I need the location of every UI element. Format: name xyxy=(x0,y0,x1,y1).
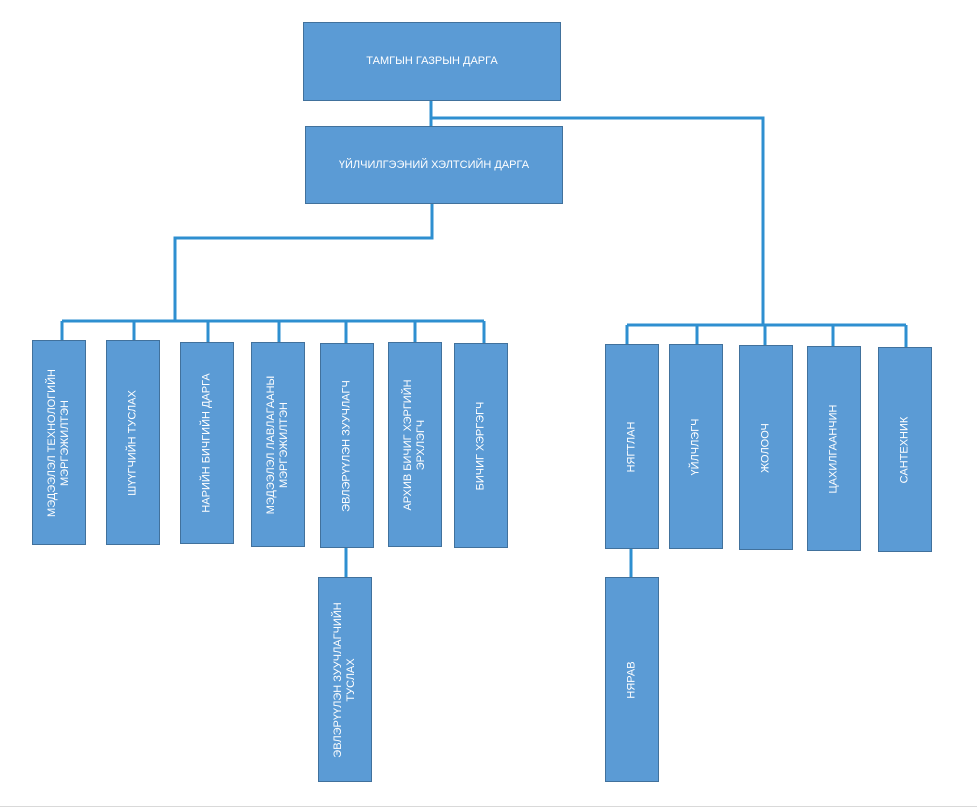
node-cleaner: ҮЙЛЧЛЭГЧ xyxy=(669,344,723,549)
node-cleaner-label: ҮЙЛЧЛЭГЧ xyxy=(689,418,702,475)
node-info-reference-specialist-label: МЭДЭЭЛЭЛ ЛАВЛАГААНЫ МЭРГЭЖИЛТЭН xyxy=(265,375,290,514)
node-mediator-assistant-label: ЭВЛЭРҮҮЛЭН ЗУУЧЛАГЧИЙН ТУСЛАХ xyxy=(332,601,357,758)
connector-head-to-direct-branch xyxy=(431,116,765,324)
node-mediator: ЭВЛЭРҮҮЛЭН ЗУУЧЛАГЧ xyxy=(320,343,374,548)
node-driver-label: ЖОЛООЧ xyxy=(759,422,772,473)
node-accountant-label: НЯГТЛАН xyxy=(625,421,638,472)
node-court-secretary: НАРИЙН БИЧГИЙН ДАРГА xyxy=(180,342,234,544)
node-info-reference-specialist: МЭДЭЭЛЭЛ ЛАВЛАГААНЫ МЭРГЭЖИЛТЭН xyxy=(251,342,305,547)
node-storekeeper: НЯРАВ xyxy=(605,577,659,782)
node-mediator-label: ЭВЛЭРҮҮЛЭН ЗУУЧЛАГЧ xyxy=(340,379,353,512)
node-archive-head: АРХИВ БИЧИГ ХЭРГИЙН ЭРХЛЭГЧ xyxy=(388,342,442,547)
node-court-secretary-label: НАРИЙН БИЧГИЙН ДАРГА xyxy=(200,373,213,513)
node-archive-head-label: АРХИВ БИЧИГ ХЭРГИЙН ЭРХЛЭГЧ xyxy=(402,378,427,511)
connector-service-head-down xyxy=(173,204,434,320)
node-clerk-label: БИЧИГ ХЭРГЭГЧ xyxy=(474,401,487,490)
node-accountant: НЯГТЛАН xyxy=(605,344,659,549)
node-electrician: ЦАХИЛГААНЧИН xyxy=(807,346,861,551)
node-head: ТАМГЫН ГАЗРЫН ДАРГА xyxy=(303,22,561,101)
node-clerk: БИЧИГ ХЭРГЭГЧ xyxy=(454,343,508,548)
node-storekeeper-label: НЯРАВ xyxy=(625,660,638,699)
node-mediator-assistant: ЭВЛЭРҮҮЛЭН ЗУУЧЛАГЧИЙН ТУСЛАХ xyxy=(318,577,372,782)
node-judge-assistant-label: ШҮҮГЧИЙН ТУСЛАХ xyxy=(126,389,139,496)
node-driver: ЖОЛООЧ xyxy=(739,345,793,550)
node-service-head: ҮЙЛЧИЛГЭЭНИЙ ХЭЛТСИЙН ДАРГА xyxy=(305,126,563,204)
node-it-specialist-label: МЭДЭЭЛЭЛ ТЕХНОЛОГИЙН МЭРГЭЖИЛТЭН xyxy=(46,368,71,517)
bottom-divider xyxy=(0,806,977,807)
node-plumber: САНТЕХНИК xyxy=(878,347,932,552)
node-electrician-label: ЦАХИЛГААНЧИН xyxy=(827,404,840,493)
node-service-head-label: ҮЙЛЧИЛГЭЭНИЙ ХЭЛТСИЙН ДАРГА xyxy=(338,158,530,171)
node-head-label: ТАМГЫН ГАЗРЫН ДАРГА xyxy=(366,55,498,67)
node-it-specialist: МЭДЭЭЛЭЛ ТЕХНОЛОГИЙН МЭРГЭЖИЛТЭН xyxy=(32,340,86,545)
node-plumber-label: САНТЕХНИК xyxy=(898,416,911,483)
node-judge-assistant: ШҮҮГЧИЙН ТУСЛАХ xyxy=(106,340,160,545)
